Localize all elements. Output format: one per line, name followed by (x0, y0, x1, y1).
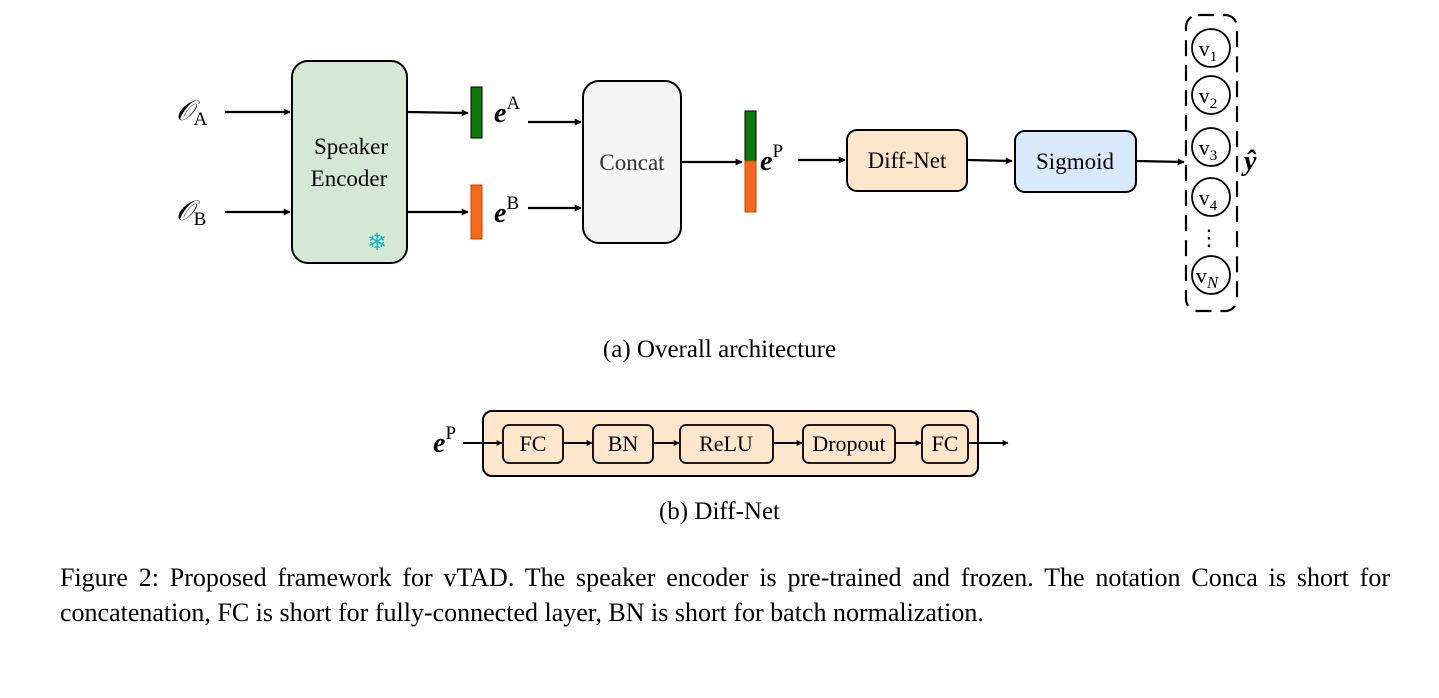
diffnet-dropout-label: Dropout (812, 431, 885, 456)
svg-text:v2: v2 (1199, 83, 1218, 112)
embedding-p-bar-top (744, 110, 757, 162)
embedding-p-bar-bottom (744, 160, 757, 213)
output-vector-box (1184, 13, 1239, 313)
speaker-encoder-box (291, 60, 408, 264)
diffnet-fc-1-label: FC (520, 431, 547, 456)
embedding-a-label: eA (494, 93, 520, 129)
diffnet-input-label: eP (433, 423, 456, 459)
embedding-a-bar (470, 86, 483, 139)
figure-caption: Figure 2: Proposed framework for vTAD. T… (60, 563, 1390, 627)
output-node-4: v4 (1191, 177, 1231, 217)
output-node-n: vN (1191, 255, 1231, 295)
diffnet-bn-label: BN (608, 431, 639, 456)
snowflake-icon: ❄ (367, 230, 387, 256)
input-b-label: 𝒪B (176, 196, 206, 230)
svg-text:v4: v4 (1199, 185, 1218, 214)
output-vdots: ⋮ (1198, 225, 1220, 250)
diffnet-fc-2-label: FC (932, 431, 959, 456)
concat-label: Concat (599, 150, 665, 175)
svg-text:v3: v3 (1199, 135, 1218, 164)
subcaption-a: (a) Overall architecture (602, 336, 837, 363)
embedding-b-bar (470, 184, 483, 240)
speaker-encoder-label-2: Encoder (311, 166, 388, 191)
input-a-label: 𝒪A (176, 96, 208, 130)
embedding-p-label: eP (760, 141, 783, 177)
output-node-3: v3 (1191, 127, 1231, 167)
svg-text:v1: v1 (1199, 36, 1218, 65)
svg-text:vN: vN (1196, 263, 1220, 292)
diffnet-relu-label: ReLU (699, 431, 753, 456)
arrow-encoder-to-ea (406, 109, 469, 117)
arrow-sigmoid-to-output (1135, 158, 1185, 166)
sigmoid-label: Sigmoid (1036, 149, 1114, 174)
output-node-2: v2 (1191, 75, 1231, 115)
output-node-1: v1 (1191, 28, 1231, 68)
embedding-b-label: eB (494, 193, 519, 229)
architecture-diagram: 𝒪A 𝒪B Speaker Encoder ❄ eA eB Concat eP … (176, 13, 1257, 477)
y-hat-label: ŷ (1241, 146, 1257, 177)
speaker-encoder-label-1: Speaker (314, 134, 388, 159)
subcaption-b: (b) Diff-Net (658, 498, 781, 525)
arrow-diffnet-to-sigmoid (966, 157, 1013, 165)
diff-net-label: Diff-Net (868, 148, 947, 173)
